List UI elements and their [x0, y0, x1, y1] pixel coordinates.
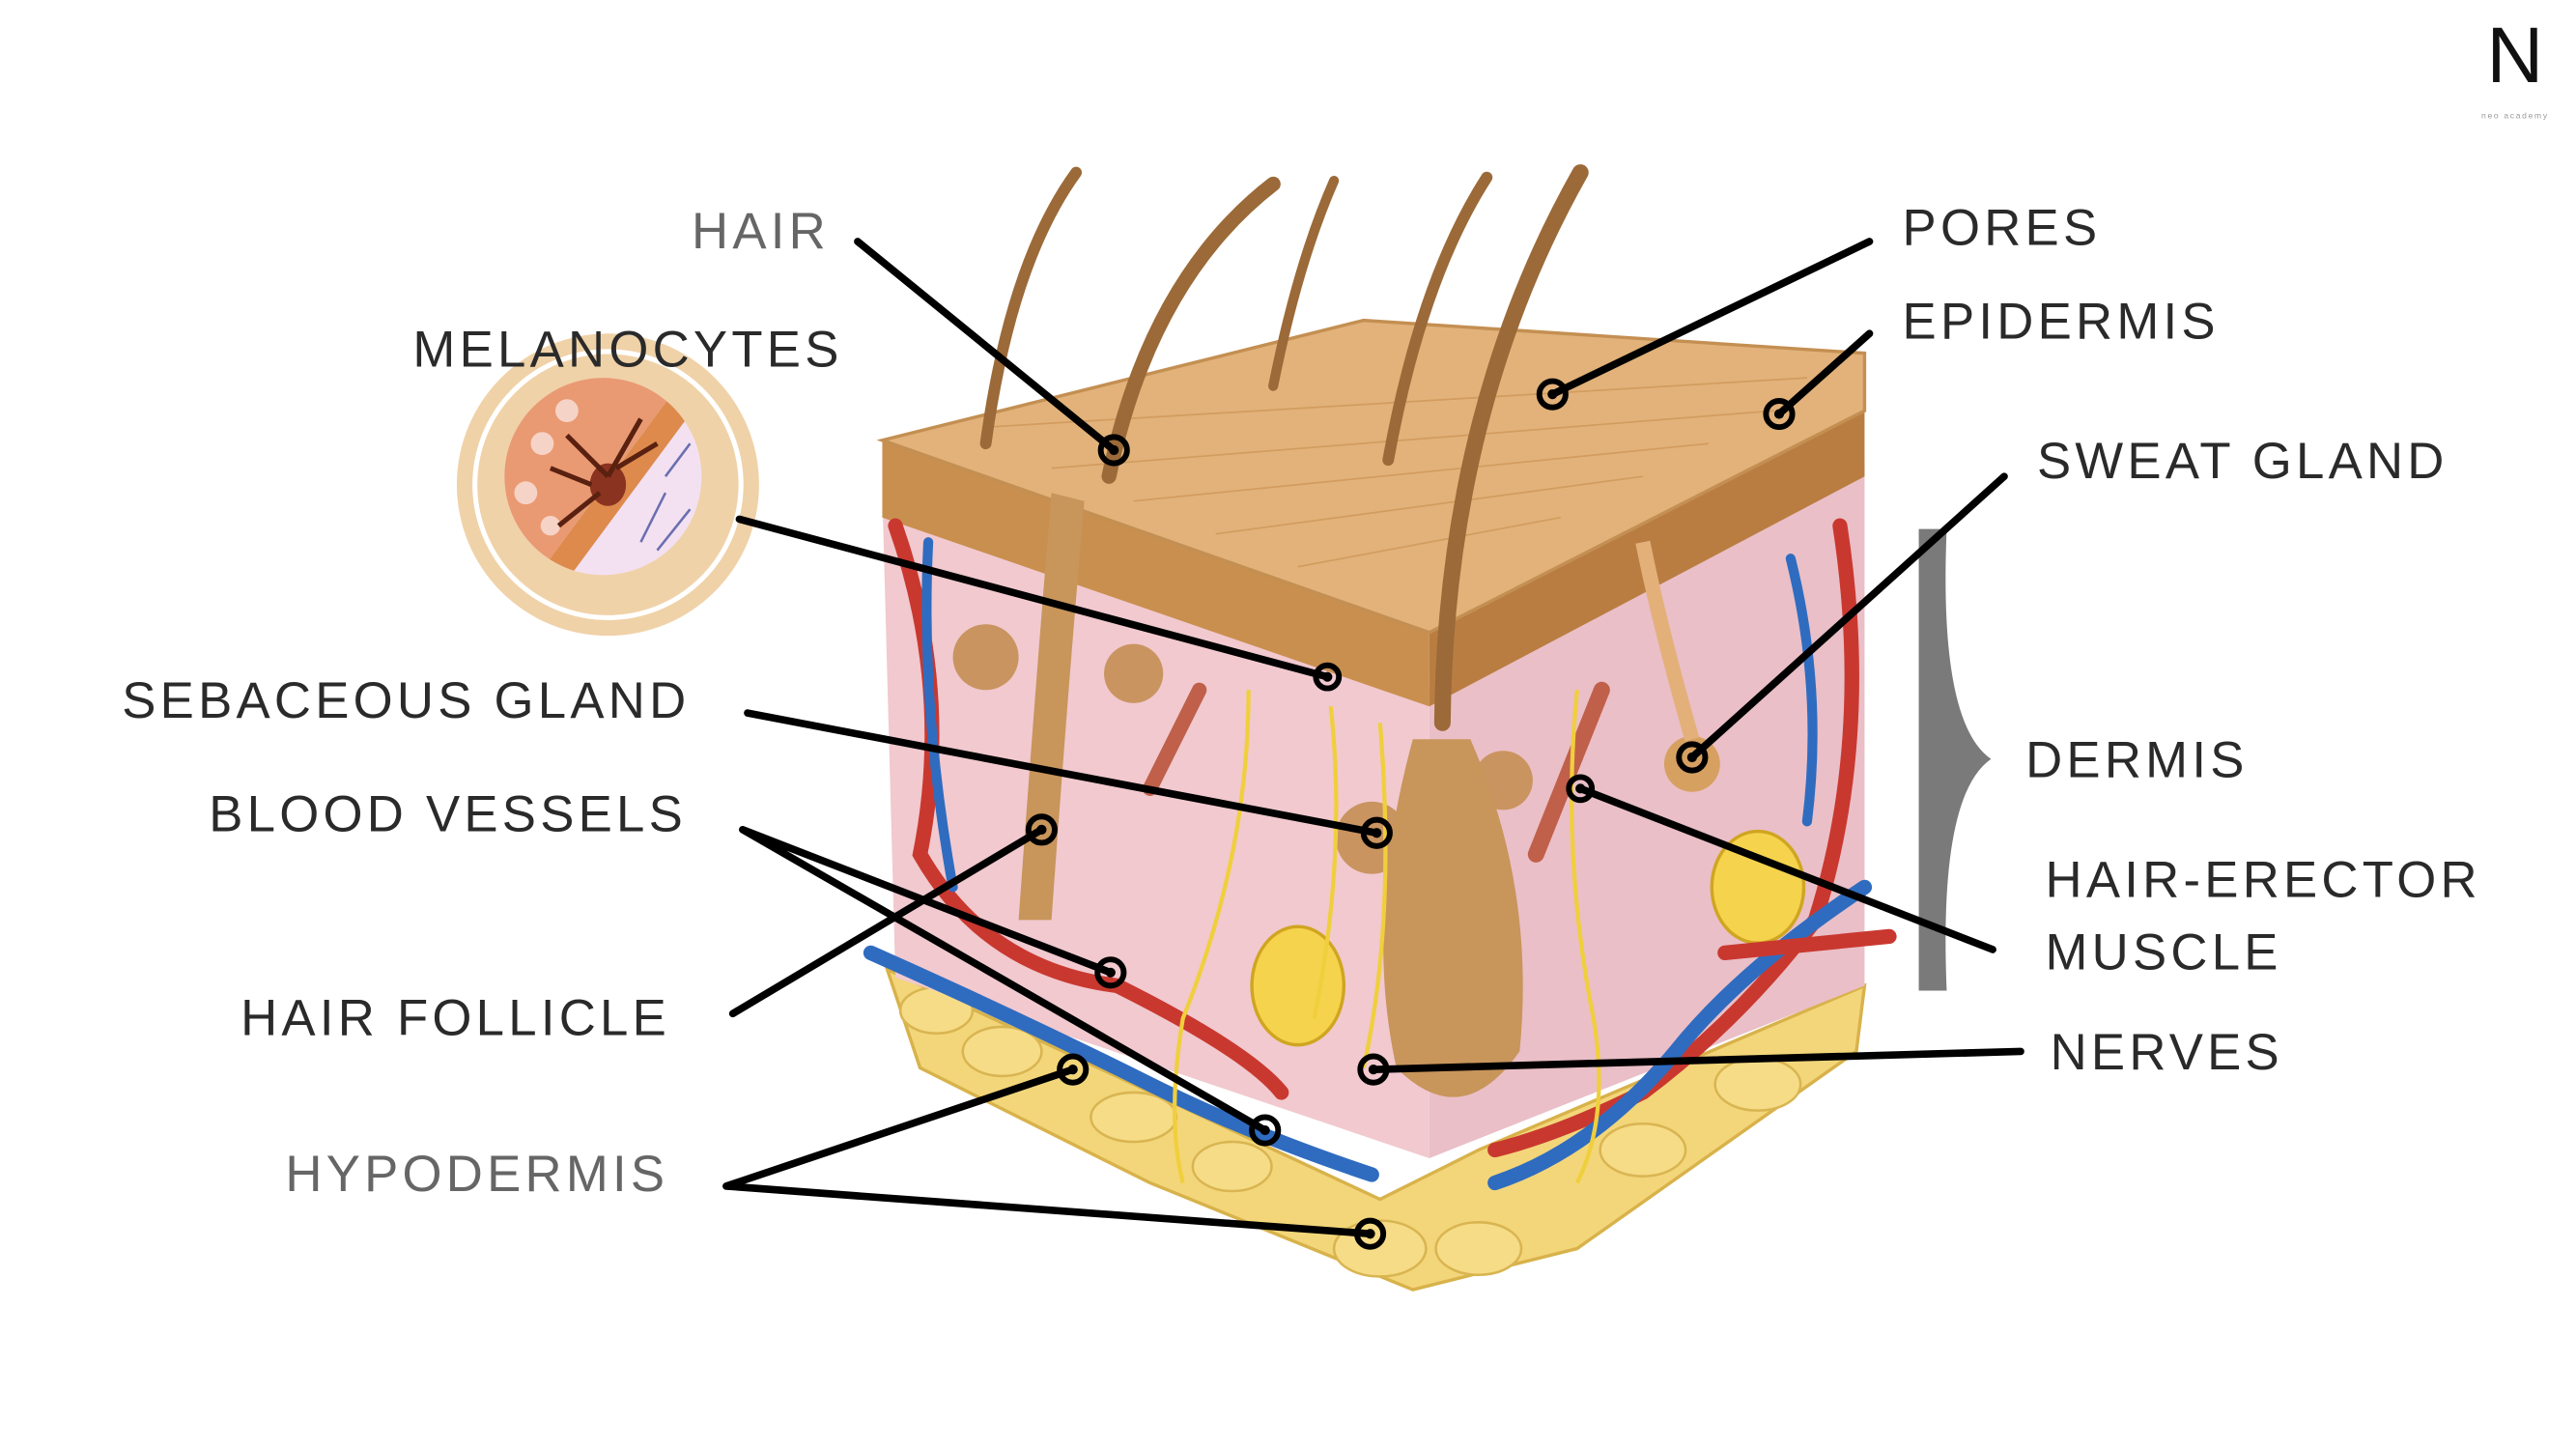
- leader-nerves: [1370, 1047, 2024, 1073]
- pointer-dot-hair-follicle: [1025, 813, 1058, 846]
- hair-follicle: [1018, 493, 1085, 921]
- leader-sweat-gland: [1688, 472, 2008, 761]
- label-pores: PORES: [1903, 199, 2102, 256]
- label-blood-vessels: BLOOD VESSELS: [209, 786, 687, 843]
- label-melanocytes: MELANOCYTES: [412, 321, 842, 378]
- pointer-dot-melanocytes: [1313, 662, 1343, 692]
- label-dermis: DERMIS: [2025, 731, 2249, 788]
- logo-letter: N: [2486, 12, 2543, 99]
- leader-pores: [1548, 238, 1874, 398]
- logo-name: neo academy: [2481, 110, 2549, 120]
- label-epidermis: EPIDERMIS: [1903, 293, 2220, 350]
- pointer-dot-blood-vessels-2: [1249, 1114, 1282, 1147]
- leader-hair: [854, 238, 1118, 454]
- pointer-dot-sweat-gland: [1676, 741, 1709, 774]
- label-nerves: NERVES: [2051, 1024, 2283, 1081]
- labels: HAIR MELANOCYTES SEBACEOUS GLAND BLOOD V…: [122, 199, 2481, 1203]
- pointer-dot-blood-vessels-1: [1094, 956, 1127, 989]
- neo-academy-logo: N neo academy: [2481, 12, 2549, 120]
- pointer-dot-pores: [1536, 378, 1569, 411]
- label-sweat-gland: SWEAT GLAND: [2037, 433, 2449, 490]
- label-hair-erector-muscle-line1: HAIR-ERECTOR: [2046, 852, 2481, 909]
- pointer-dot-epidermis: [1763, 397, 1796, 431]
- pointer-dot-hair-erector: [1566, 774, 1596, 804]
- leader-hypodermis: [722, 1065, 1374, 1238]
- label-hair-erector-muscle-line2: MUSCLE: [2046, 923, 2282, 980]
- pointer-dot-sebaceous: [1360, 816, 1393, 849]
- label-sebaceous-gland: SEBACEOUS GLAND: [122, 672, 690, 729]
- label-hair: HAIR: [692, 203, 830, 260]
- leader-melanocytes: [735, 515, 1332, 681]
- label-hair-follicle: HAIR FOLLICLE: [241, 989, 670, 1046]
- epidermis-front-band: [882, 440, 1430, 707]
- dermis-bracket: [1918, 528, 1992, 991]
- leader-epidermis: [1775, 329, 1874, 418]
- label-hypodermis: HYPODERMIS: [285, 1146, 668, 1203]
- pointer-dot-hypodermis-1: [1057, 1053, 1090, 1086]
- skin-cross-section-illustration: [863, 164, 1897, 1292]
- hypodermis-layer: [884, 966, 1867, 1292]
- pointer-dots: [1025, 378, 1796, 1250]
- leader-hair-follicle: [728, 826, 1046, 1018]
- leader-hair-erector: [1576, 784, 1996, 953]
- pointer-dot-hypodermis-2: [1353, 1217, 1387, 1250]
- melanocytes-inset: [456, 333, 759, 637]
- pointer-dot-nerves: [1357, 1053, 1390, 1086]
- leader-sebaceous: [744, 709, 1381, 838]
- leader-lines: [722, 238, 2024, 1238]
- pointer-dot-hair: [1097, 434, 1130, 467]
